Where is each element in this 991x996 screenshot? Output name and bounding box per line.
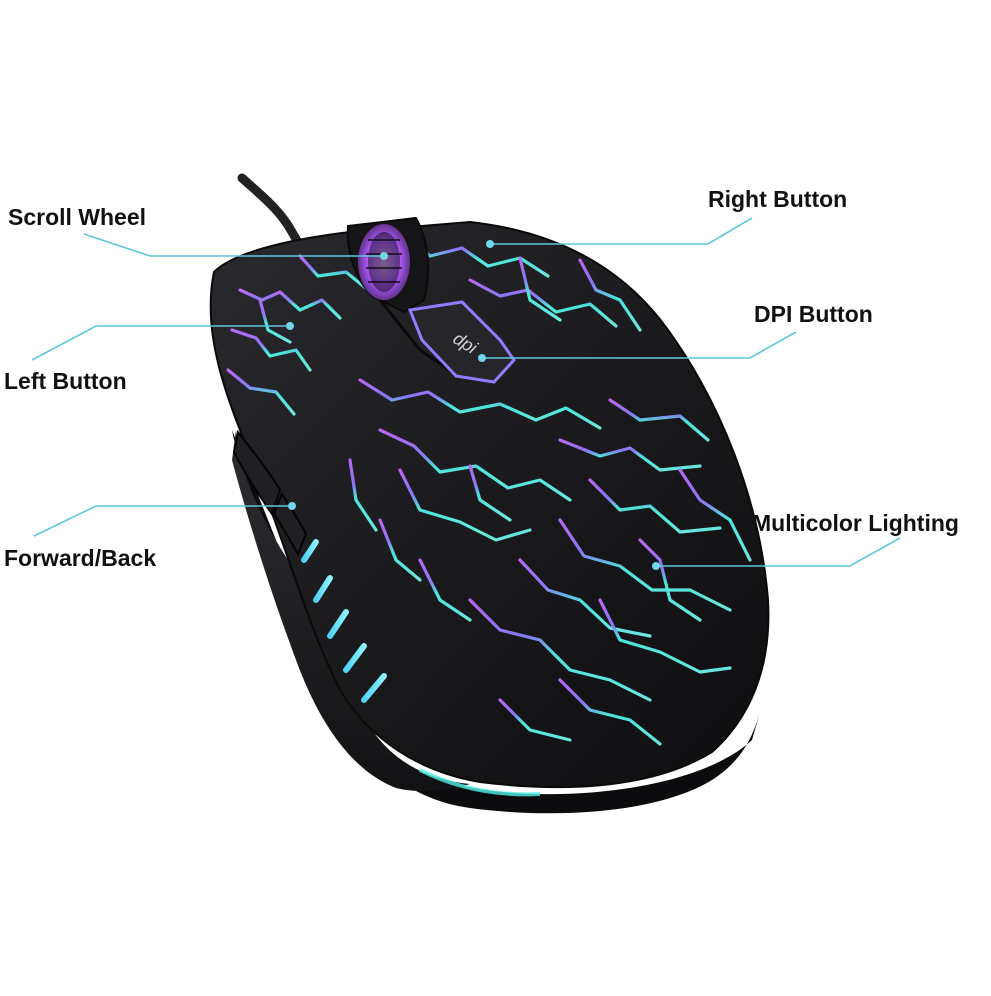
callout-line-dpi-button <box>482 331 797 359</box>
callout-label-right-button: Right Button <box>708 186 848 212</box>
callout-label-forward-back: Forward/Back <box>4 545 157 571</box>
mouse-base <box>232 430 760 814</box>
base-glow-edge <box>419 768 541 797</box>
callout-dots <box>286 240 660 570</box>
callout-line-scroll-wheel <box>83 233 384 257</box>
callout-lines <box>31 217 901 567</box>
scroll-wheel[interactable] <box>358 224 410 300</box>
callout-label-dpi-button: DPI Button <box>754 301 873 327</box>
multicolor-lighting-pattern <box>226 234 752 746</box>
callout-label-scroll-wheel: Scroll Wheel <box>8 204 147 230</box>
side-glow-stripes <box>301 539 387 703</box>
side-grip <box>232 430 470 791</box>
callout-line-forward-back <box>33 505 292 537</box>
callout-line-multicolor-lighting <box>656 537 901 567</box>
callout-label-left-button: Left Button <box>4 368 127 394</box>
callout-line-right-button <box>490 217 753 245</box>
callout-label-multicolor-lighting: Multicolor Lighting <box>752 510 959 536</box>
callout-line-left-button <box>31 325 290 361</box>
dpi-button[interactable]: dpi <box>407 300 516 384</box>
